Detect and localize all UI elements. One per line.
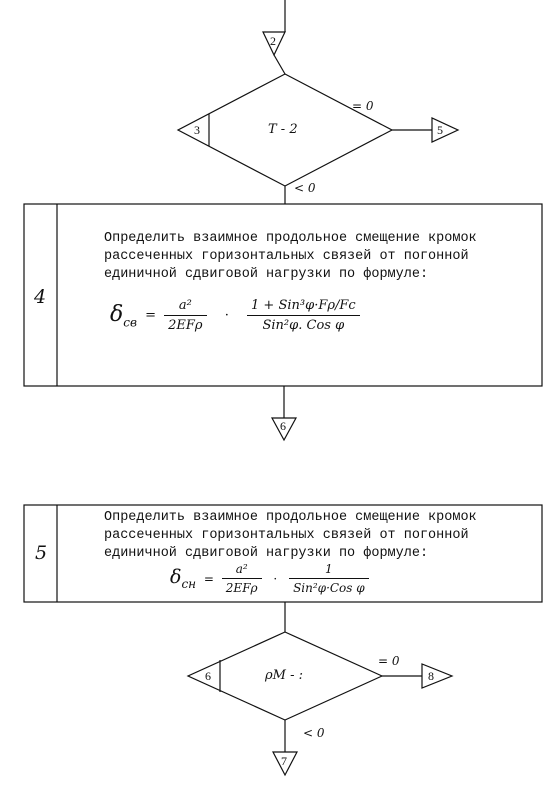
formula-equals: =: [145, 308, 157, 323]
block-5-number: 5: [35, 542, 48, 564]
connector-7-shape: [272, 751, 298, 777]
connector-5-shape: [431, 117, 460, 143]
decision-1-lt-label: < 0: [294, 181, 316, 195]
connector-5-label: 5: [437, 123, 443, 137]
connector-2-shape: [262, 31, 286, 57]
connector-8-label: 8: [428, 669, 434, 683]
block-4-shape: [23, 203, 543, 387]
block-4-line: единичной сдвиговой нагрузки по формуле:: [104, 267, 429, 282]
decision-1-text: T - 2: [268, 122, 298, 137]
formula-lhs: δсв: [110, 301, 137, 330]
formula-dot: ·: [273, 571, 278, 586]
block-5-line: Определить взаимное продольное смещение …: [104, 510, 477, 525]
formula-lhs: δсн: [170, 566, 197, 591]
decision-2-lt-label: < 0: [303, 726, 325, 740]
flow-line-2-to-d1: [273, 54, 286, 75]
block-5-text: Определить взаимное продольное смещение …: [104, 509, 477, 563]
block-4-line: Определить взаимное продольное смещение …: [104, 231, 477, 246]
decision-2-eq-label: = 0: [378, 654, 400, 668]
block-5-shape: [23, 504, 543, 603]
formula-fraction-1: a² 2EFρ: [164, 298, 207, 333]
block-5-formula: δсн = a² 2EFρ · 1 Sin²φ·Cos φ: [170, 562, 369, 595]
decision-1-number: 3: [194, 123, 200, 137]
block-4-line: рассеченных горизонтальных связей от пог…: [104, 249, 469, 264]
formula-fraction-2: 1 + Sin³φ·Fρ/Fc Sin²φ. Cos φ: [247, 298, 360, 333]
connector-7-label: 7: [281, 754, 287, 768]
decision-2-number: 6: [205, 669, 211, 683]
formula-fraction-1: a² 2EFρ: [221, 562, 262, 595]
formula-fraction-2: 1 Sin²φ·Cos φ: [289, 562, 369, 595]
block-4-formula: δсв = a² 2EFρ · 1 + Sin³φ·Fρ/Fc Sin²φ. C…: [110, 298, 360, 333]
block-5-line: единичной сдвиговой нагрузки по формуле:: [104, 546, 429, 561]
connector-8-shape: [421, 663, 454, 689]
connector-6-top-label: 6: [280, 419, 286, 433]
block-5-line: рассеченных горизонтальных связей от пог…: [104, 528, 469, 543]
decision-2-text: ρM - :: [265, 668, 303, 683]
decision-1-eq-label: = 0: [352, 99, 374, 113]
formula-equals: =: [203, 571, 214, 586]
block-4-text: Определить взаимное продольное смещение …: [104, 230, 477, 284]
block-4-number: 4: [34, 286, 47, 308]
formula-dot: ·: [224, 308, 229, 323]
connector-6-top-shape: [270, 417, 298, 442]
connector-2-label: 2: [270, 34, 276, 48]
